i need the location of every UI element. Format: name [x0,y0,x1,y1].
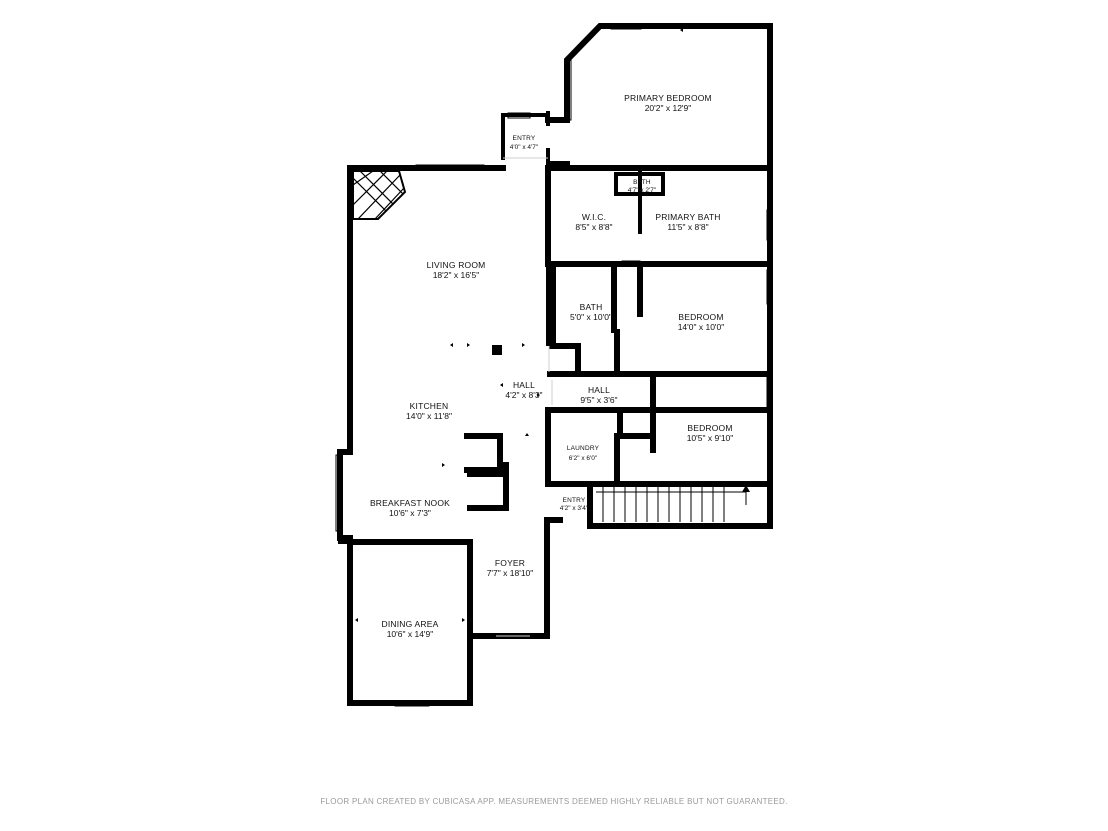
svg-text:BEDROOM: BEDROOM [678,312,723,322]
room-label-laundry: LAUNDRY 6'2" x 6'0" [567,445,600,462]
svg-text:9'5" x 3'6": 9'5" x 3'6" [580,395,617,405]
svg-text:18'2" x 16'5": 18'2" x 16'5" [433,270,480,280]
svg-text:KITCHEN: KITCHEN [410,401,449,411]
svg-text:DINING AREA: DINING AREA [382,619,439,629]
walls-primary-bedroom [545,23,773,173]
fireplace [352,170,407,220]
room-label-hall-1: HALL 4'2" x 8'3" [505,380,542,400]
svg-text:ENTRY: ENTRY [563,497,586,504]
svg-text:10'6" x 14'9": 10'6" x 14'9" [387,629,434,639]
svg-text:4'2" x 3'4": 4'2" x 3'4" [560,505,589,512]
disclaimer-text: FLOOR PLAN CREATED BY CUBICASA APP. MEAS… [320,797,788,806]
svg-text:BATH: BATH [633,179,651,186]
room-label-bath-small: BATH 4'7" x 2'7" [628,179,657,194]
room-labels: PRIMARY BEDROOM 20'2" x 12'9" ENTRY 4'0"… [370,93,733,639]
room-label-kitchen: KITCHEN 14'0" x 11'8" [406,401,452,421]
room-label-wic: W.I.C. 8'5" x 8'8" [575,212,612,232]
svg-text:5'0" x 10'0": 5'0" x 10'0" [570,312,612,322]
svg-text:W.I.C.: W.I.C. [582,212,606,222]
room-label-primary-bedroom: PRIMARY BEDROOM 20'2" x 12'9" [624,93,712,113]
walls-bedroom-wing [545,165,773,529]
svg-text:14'0" x 10'0": 14'0" x 10'0" [678,322,725,332]
svg-text:FOYER: FOYER [495,558,525,568]
svg-text:BEDROOM: BEDROOM [687,423,732,433]
svg-text:20'2" x 12'9": 20'2" x 12'9" [645,103,692,113]
svg-text:11'5" x 8'8": 11'5" x 8'8" [667,222,708,232]
room-label-breakfast-nook: BREAKFAST NOOK 10'6" x 7'3" [370,498,450,518]
room-label-hall-2: HALL 9'5" x 3'6" [580,385,617,405]
room-label-living-room: LIVING ROOM 18'2" x 16'5" [427,260,486,280]
svg-text:HALL: HALL [588,385,610,395]
svg-text:8'5" x 8'8": 8'5" x 8'8" [575,222,612,232]
svg-text:6'2" x 6'0": 6'2" x 6'0" [569,455,598,462]
svg-text:PRIMARY BATH: PRIMARY BATH [655,212,720,222]
room-label-entry-stairs: ENTRY 4'2" x 3'4" [560,497,589,512]
svg-text:BATH: BATH [580,302,603,312]
openings [496,346,553,637]
windows [335,23,773,707]
stairs [589,485,750,522]
svg-text:ENTRY: ENTRY [513,135,536,142]
markers [355,28,683,622]
svg-text:14'0" x 11'8": 14'0" x 11'8" [406,411,452,421]
svg-text:LIVING ROOM: LIVING ROOM [427,260,486,270]
room-label-bath: BATH 5'0" x 10'0" [570,302,612,322]
svg-text:7'7" x 18'10": 7'7" x 18'10" [487,568,534,578]
svg-text:LAUNDRY: LAUNDRY [567,445,600,452]
svg-text:10'5" x 9'10": 10'5" x 9'10" [687,433,734,443]
room-label-foyer: FOYER 7'7" x 18'10" [487,558,534,578]
svg-text:4'2" x 8'3": 4'2" x 8'3" [505,390,542,400]
walls-main [337,165,550,706]
walls-kitchen [464,345,509,511]
svg-text:4'7" x 2'7": 4'7" x 2'7" [628,187,657,194]
walls-entry-top [501,113,550,168]
svg-text:HALL: HALL [513,380,535,390]
room-label-bedroom-1: BEDROOM 14'0" x 10'0" [678,312,725,332]
svg-text:BREAKFAST NOOK: BREAKFAST NOOK [370,498,450,508]
room-label-entry-top: ENTRY 4'0" x 4'7" [510,135,539,151]
room-label-bedroom-2: BEDROOM 10'5" x 9'10" [687,423,734,443]
room-label-dining-area: DINING AREA 10'6" x 14'9" [382,619,439,639]
svg-text:10'6" x 7'3": 10'6" x 7'3" [389,508,431,518]
svg-text:PRIMARY BEDROOM: PRIMARY BEDROOM [624,93,712,103]
room-label-primary-bath: PRIMARY BATH 11'5" x 8'8" [655,212,720,232]
svg-text:4'0" x 4'7": 4'0" x 4'7" [510,144,539,151]
